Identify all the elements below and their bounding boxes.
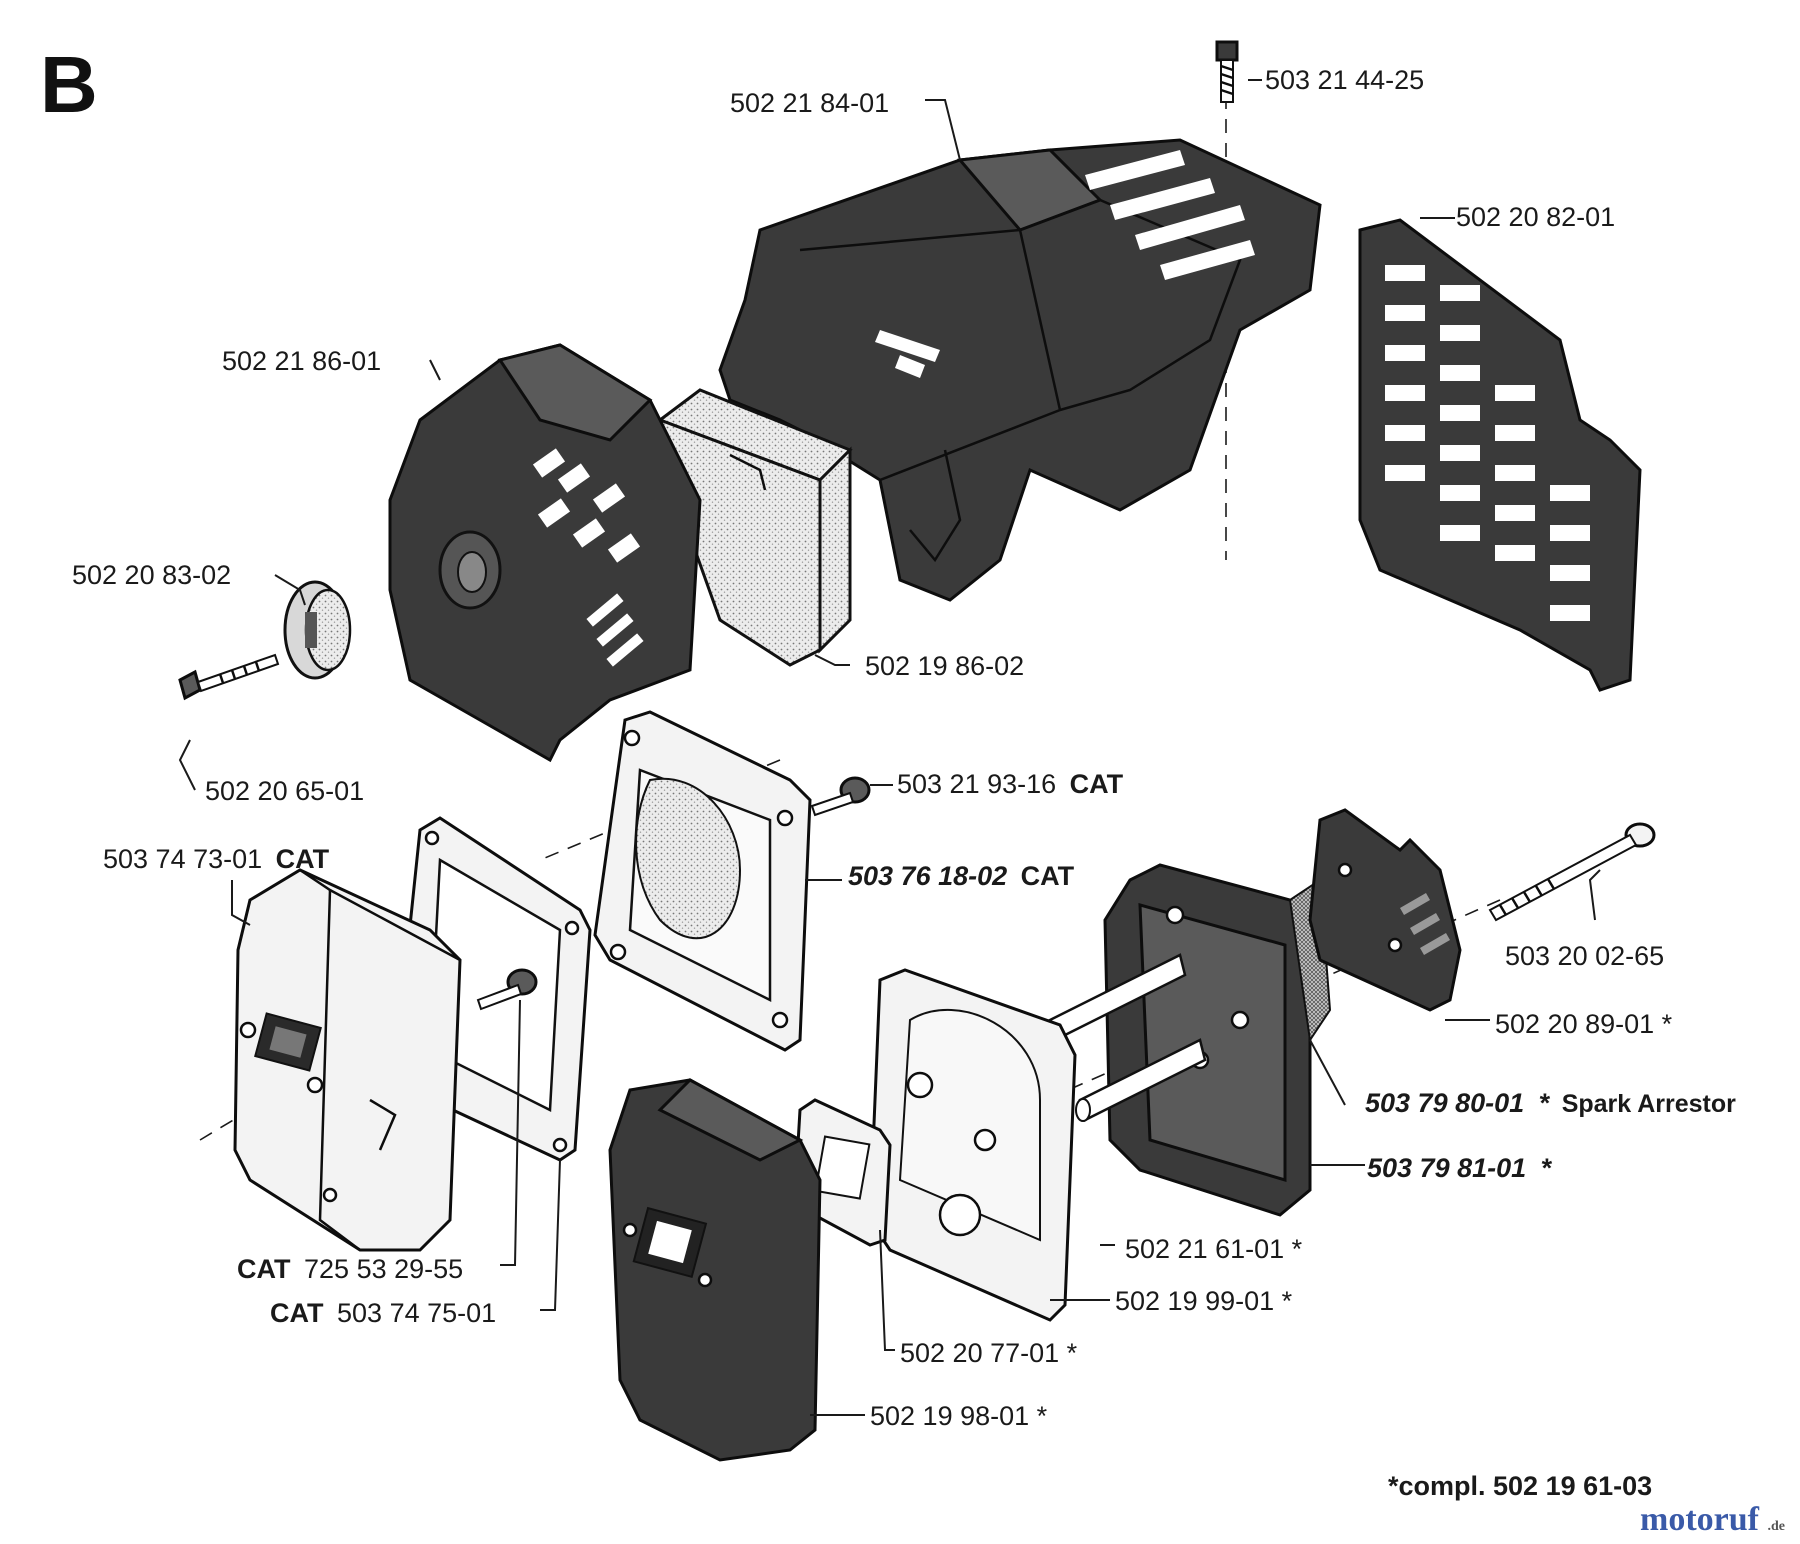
label-front-muffler: 502 19 98-01 * <box>870 1401 1048 1431</box>
label-rear-muffler-num: 503 79 81-01 <box>1367 1153 1526 1183</box>
cat-muffler-part <box>233 868 462 1252</box>
label-spark-arrestor-num: 503 79 80-01 <box>1365 1088 1524 1118</box>
label-cat-gasket-outline: CAT 503 74 75-01 <box>270 1298 496 1328</box>
label-cat-gasket-outline-prefix: CAT <box>270 1298 324 1328</box>
section-letter: B <box>40 40 98 129</box>
front-muffler-part <box>608 1078 822 1462</box>
label-deflector: 502 20 89-01 * <box>1495 1009 1673 1039</box>
rear-muffler-part <box>1103 863 1312 1217</box>
label-cat-gasket-num: 503 76 18-02 <box>848 861 1007 891</box>
leader-lines <box>178 79 1601 1416</box>
label-rear-muffler-star: * <box>1542 1153 1553 1183</box>
label-plate: 502 19 99-01 * <box>1115 1286 1293 1316</box>
cat-bolt-part <box>476 968 538 1011</box>
watermark-logo: motoruf .de <box>1640 1501 1785 1538</box>
label-side-grille: 502 20 82-01 <box>1456 202 1615 232</box>
label-spark-arrestor: 503 79 80-01 * Spark Arrestor <box>1365 1088 1736 1118</box>
label-rear-muffler: 503 79 81-01 * <box>1367 1153 1553 1183</box>
label-cat-bolt-prefix: CAT <box>237 1254 291 1284</box>
label-top-screw: 503 21 44-25 <box>1265 65 1424 95</box>
label-cat-muffler-suffix: CAT <box>276 844 330 874</box>
label-knob-screw: 502 20 65-01 <box>205 776 364 806</box>
label-cat-screw-num: 503 21 93-16 <box>897 769 1056 799</box>
label-air-filter-cover: 502 21 86-01 <box>222 346 381 376</box>
label-cat-muffler: 503 74 73-01 CAT <box>103 844 330 874</box>
label-spacer-tube: 502 21 61-01 * <box>1125 1234 1303 1264</box>
cat-gasket-part <box>593 710 812 1052</box>
label-cat-bolt-num: 725 53 29-55 <box>304 1254 463 1284</box>
label-air-filter: 502 19 86-02 <box>865 651 1024 681</box>
label-knob: 502 20 83-02 <box>72 560 231 590</box>
label-spark-arrestor-text: Spark Arrestor <box>1562 1090 1736 1118</box>
label-cat-muffler-num: 503 74 73-01 <box>103 844 262 874</box>
air-filter-cover-part <box>388 343 702 763</box>
label-cylinder-cover: 502 21 84-01 <box>730 88 889 118</box>
callout-labels: 503 21 44-25 502 21 84-01 502 20 82-01 5… <box>72 65 1785 1538</box>
label-spark-arrestor-star: * <box>1540 1088 1551 1118</box>
label-cat-gasket-suffix: CAT <box>1021 861 1075 891</box>
cylinder-cover-part <box>718 138 1322 602</box>
knob-screw-part <box>178 653 280 701</box>
label-cat-gasket: 503 76 18-02 CAT <box>848 861 1075 891</box>
cat-screw-part <box>810 776 871 817</box>
footnote: *compl. 502 19 61-03 <box>1388 1471 1652 1501</box>
deflector-part <box>1308 808 1462 1012</box>
long-bolt-part <box>1488 822 1656 922</box>
label-long-bolt: 503 20 02-65 <box>1505 941 1664 971</box>
side-grille-part <box>1358 218 1642 692</box>
label-cat-gasket-outline-num: 503 74 75-01 <box>337 1298 496 1328</box>
top-screw-part <box>1215 40 1239 103</box>
watermark-suffix: .de <box>1767 1519 1785 1534</box>
knob-part <box>283 580 352 680</box>
watermark-text: motoruf <box>1640 1501 1760 1538</box>
label-cat-bolt: CAT 725 53 29-55 <box>237 1254 463 1284</box>
label-small-gasket: 502 20 77-01 * <box>900 1338 1078 1368</box>
label-cat-screw: 503 21 93-16 CAT <box>897 769 1124 799</box>
plate-part <box>868 968 1077 1322</box>
label-cat-screw-suffix: CAT <box>1070 769 1124 799</box>
